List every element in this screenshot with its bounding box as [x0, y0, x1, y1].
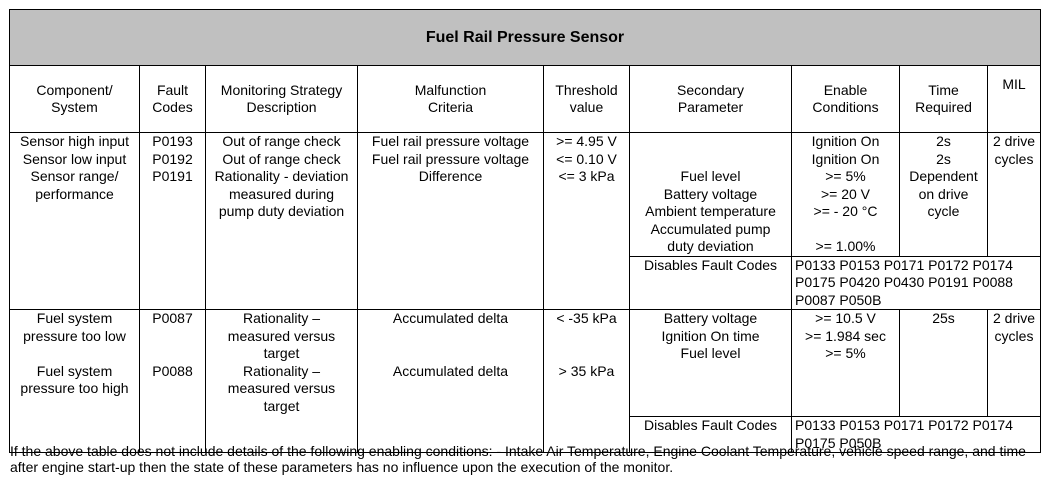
- row2-enable: >= 10.5 V >= 1.984 sec >= 5%: [791, 309, 900, 417]
- header-time: Time Required: [899, 65, 988, 133]
- row2-codes: P0087 P0088: [139, 309, 206, 453]
- row1-strategy: Out of range check Out of range check Ra…: [205, 132, 358, 310]
- row2-disables-codes: P0133 P0153 P0171 P0172 P0174 P0175 P050…: [791, 416, 1041, 453]
- row2-mil: 2 drive cycles: [987, 309, 1041, 417]
- row1-malfunction: Fuel rail pressure voltage Fuel rail pre…: [357, 132, 544, 310]
- fuel-rail-pressure-table: Fuel Rail Pressure Sensor Component/ Sys…: [9, 9, 1041, 453]
- row1-time: 2s 2s Dependent on drive cycle: [899, 132, 988, 257]
- row1-mil: 2 drive cycles: [987, 132, 1041, 257]
- row2-component: Fuel system pressure too low Fuel system…: [9, 309, 140, 453]
- row2-malfunction: Accumulated delta Accumulated delta: [357, 309, 544, 453]
- table-title: Fuel Rail Pressure Sensor: [9, 9, 1041, 66]
- row1-component: Sensor high input Sensor low input Senso…: [9, 132, 140, 310]
- row1-secondary: Fuel level Battery voltage Ambient tempe…: [629, 132, 792, 257]
- row2-secondary: Battery voltage Ignition On time Fuel le…: [629, 309, 792, 417]
- header-strategy: Monitoring Strategy Description: [205, 65, 358, 133]
- row2-disables-label: Disables Fault Codes: [629, 416, 792, 453]
- header-component: Component/ System: [9, 65, 140, 133]
- header-secondary: Secondary Parameter: [629, 65, 792, 133]
- header-mil: MIL: [987, 65, 1041, 133]
- row2-strategy: Rationality – measured versus target Rat…: [205, 309, 358, 453]
- row2-threshold: < -35 kPa > 35 kPa: [543, 309, 630, 453]
- row1-enable: Ignition On Ignition On >= 5% >= 20 V >=…: [791, 132, 900, 257]
- row1-threshold: >= 4.95 V <= 0.10 V <= 3 kPa: [543, 132, 630, 310]
- row2-time: 25s: [899, 309, 988, 417]
- row1-disables-label: Disables Fault Codes: [629, 255, 792, 310]
- row1-disables-codes: P0133 P0153 P0171 P0172 P0174 P0175 P042…: [791, 255, 1041, 310]
- header-malfunction: Malfunction Criteria: [357, 65, 544, 133]
- header-threshold: Threshold value: [543, 65, 630, 133]
- header-enable: Enable Conditions: [791, 65, 900, 133]
- header-fault-codes: Fault Codes: [139, 65, 206, 133]
- footnote: If the above table does not include deta…: [10, 443, 1026, 475]
- row1-codes: P0193 P0192 P0191: [139, 132, 206, 310]
